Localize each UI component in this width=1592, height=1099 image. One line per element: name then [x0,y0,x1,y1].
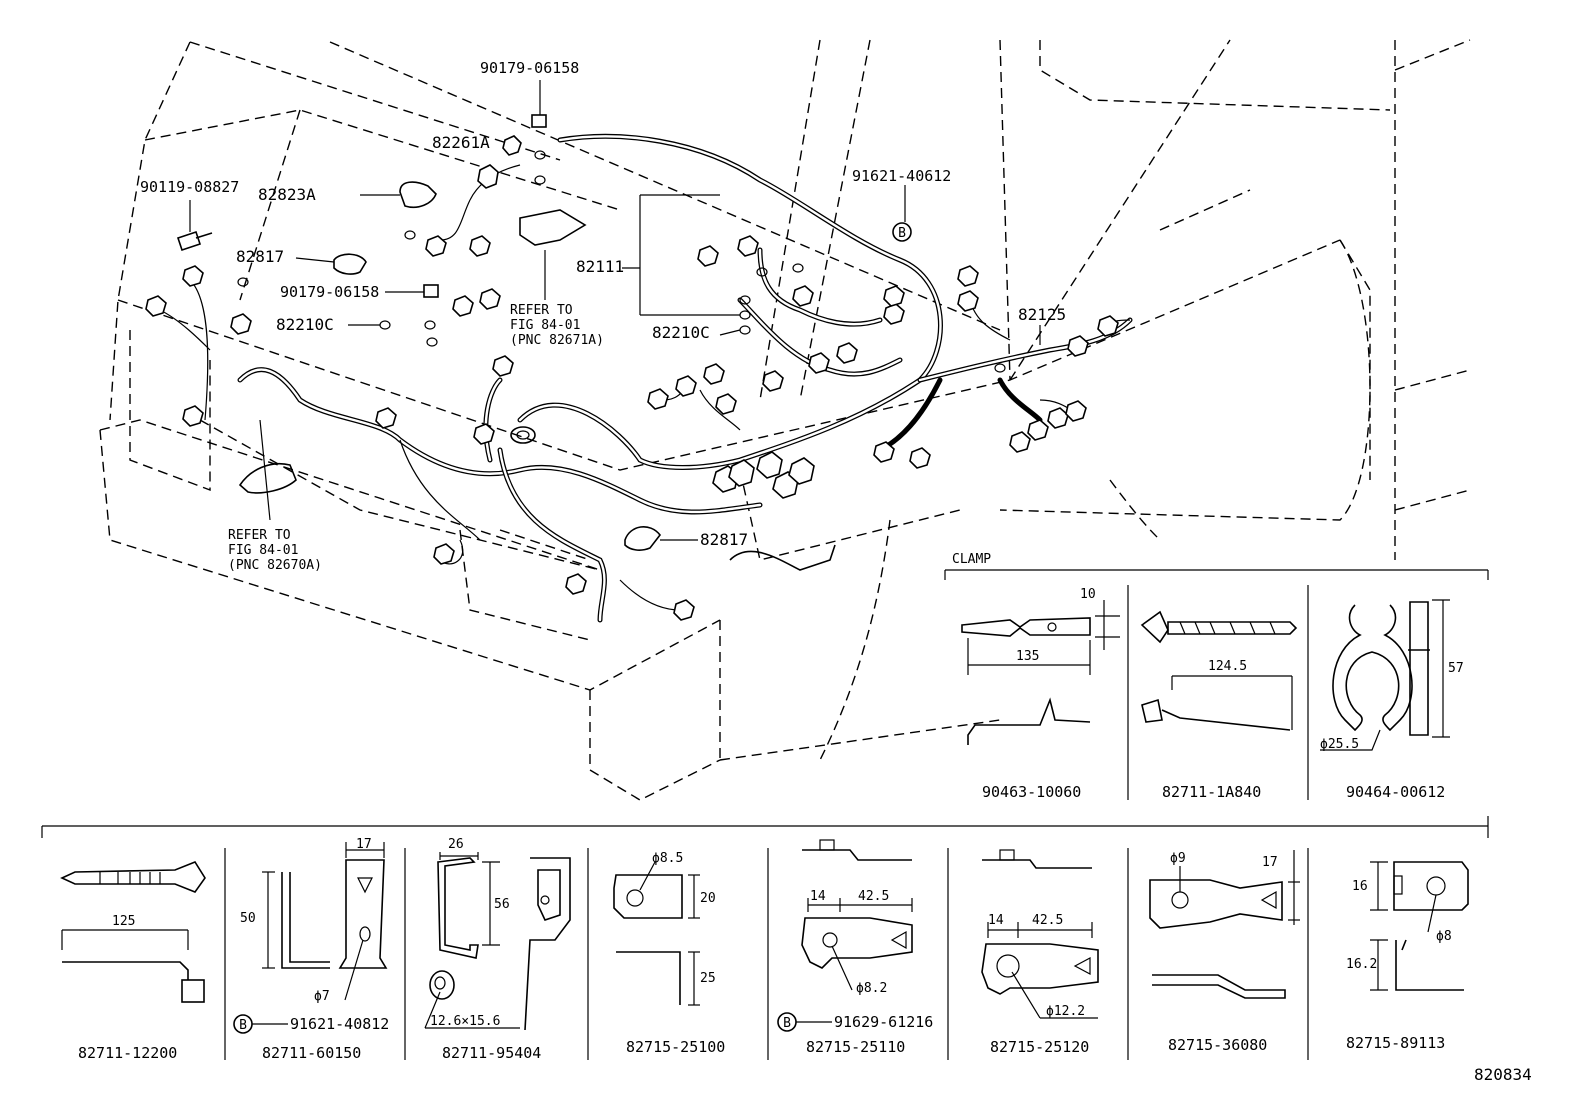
dim-10: 10 [1080,587,1096,602]
part-82715-36080: 82715-36080 [1168,1036,1267,1054]
dim-phi7: ϕ7 [314,989,330,1004]
dim-16-2: 16.2 [1346,957,1377,972]
part-cell-82715-25110: 14 42.5 ϕ8.2 B 91629-61216 82715-25110 [777,839,933,1056]
part-cell-82711-12200: 125 82711-12200 [60,861,206,1062]
refer-note-1-line3: (PNC 82671A) [510,333,604,348]
ref-91621-40812: 91621-40812 [290,1015,389,1033]
part-82711-60150: 82711-60150 [262,1044,361,1062]
dim-14: 14 [988,913,1004,928]
dim-42-5: 42.5 [1032,913,1063,928]
part-82715-25110: 82715-25110 [806,1038,905,1056]
clamp-90464: 57 ϕ25.5 90464-00612 [1320,599,1464,801]
dim-phi8-5: ϕ8.5 [652,851,683,866]
ref-91629-61216: 91629-61216 [834,1013,933,1031]
part-cell-82715-89113: 16 ϕ8 16.2 82715-89113 [1346,861,1469,1052]
refer-note-1-line1: REFER TO [510,303,573,318]
dim-20: 20 [700,891,716,906]
clamp-icon [624,526,662,551]
bracket-icon [238,463,297,494]
label-90179-top: 90179-06158 [480,59,579,77]
label-82125: 82125 [1018,305,1066,324]
label-82261a: 82261A [432,133,490,152]
label-82210c-a: 82210C [276,315,334,334]
nut-icon [423,284,439,298]
dim-57: 57 [1448,661,1464,676]
dim-phi12-2: ϕ12.2 [1046,1004,1085,1019]
part-icons: B [176,114,912,551]
label-82817-b: 82817 [700,530,748,549]
refer-note-2-line2: FIG 84-01 [228,543,298,558]
dim-phi8-2: ϕ8.2 [856,981,887,996]
refer-note-2-line3: (PNC 82670A) [228,558,322,573]
label-90179-mid: 90179-06158 [280,283,379,301]
bottom-parts-row: 125 82711-12200 50 17 ϕ7 B 91621-408 [41,816,1489,1062]
clamp-section: CLAMP 10 135 90463-10060 [944,552,1489,801]
label-82111: 82111 [576,257,624,276]
part-cell-82711-95404: 26 56 12.6×15.6 82711-95404 [424,837,571,1062]
part-cell-82715-25100: 20 ϕ8.5 25 82715-25100 [613,851,725,1056]
dim-17: 17 [1262,855,1278,870]
part-82715-25120: 82715-25120 [990,1038,1089,1056]
part-82711-12200: 82711-12200 [78,1044,177,1062]
clamp-90463: 10 135 90463-10060 [961,587,1120,801]
dim-phi25-5: ϕ25.5 [1320,737,1359,752]
marker-label: B [898,226,906,241]
clamp-icon [333,253,367,275]
label-82823a: 82823A [258,185,316,204]
dim-14: 14 [810,889,826,904]
bolt-icon [176,230,213,252]
vehicle-outline [99,39,1471,801]
callout-labels: 90179-06158 82261A 90119-08827 82823A 82… [140,59,1066,573]
refer-note-1-line2: FIG 84-01 [510,318,580,333]
part-90463-10060: 90463-10060 [982,783,1081,801]
wire-harness [159,133,1133,623]
part-cell-82715-25120: 14 42.5 ϕ12.2 82715-25120 [981,849,1099,1056]
leader-lines [189,80,1041,541]
relay-block-icon [519,209,587,246]
boot-icon [399,181,437,209]
dim-124-5: 124.5 [1208,659,1247,674]
part-82711-1a840: 82711-1A840 [1162,783,1261,801]
dim-phi9: ϕ9 [1170,851,1186,866]
label-82210c-b: 82210C [652,323,710,342]
dim-25: 25 [700,971,716,986]
clamp-title: CLAMP [952,552,991,567]
dim-16: 16 [1352,879,1368,894]
part-82715-25100: 82715-25100 [626,1038,725,1056]
clamp-82711-1a840: 124.5 82711-1A840 [1140,610,1298,801]
part-82715-89113: 82715-89113 [1346,1034,1445,1052]
refer-note-2-line1: REFER TO [228,528,291,543]
dim-17: 17 [356,837,372,852]
marker-label: B [239,1018,247,1033]
marker-icon [892,222,912,242]
dim-125: 125 [112,914,135,929]
dim-42-5: 42.5 [858,889,889,904]
dim-50: 50 [240,911,256,926]
part-82711-95404: 82711-95404 [442,1044,541,1062]
part-90464-00612: 90464-00612 [1346,783,1445,801]
label-90119: 90119-08827 [140,178,239,196]
dim-135: 135 [1016,649,1039,664]
part-cell-82711-60150: 50 17 ϕ7 B 91621-40812 82711-60150 [233,837,389,1062]
nut-icon [531,114,547,128]
part-cell-82715-36080: ϕ9 17 82715-36080 [1149,850,1300,1054]
dim-12-6x15-6: 12.6×15.6 [430,1014,500,1029]
label-91621: 91621-40612 [852,167,951,185]
harness-fasteners [237,150,1006,444]
label-82817-a: 82817 [236,247,284,266]
marker-label: B [783,1016,791,1031]
dim-phi8: ϕ8 [1436,929,1452,944]
dim-26: 26 [448,837,464,852]
figure-number: 820834 [1474,1065,1532,1084]
harness-connectors [145,135,1119,621]
dim-56: 56 [494,897,510,912]
